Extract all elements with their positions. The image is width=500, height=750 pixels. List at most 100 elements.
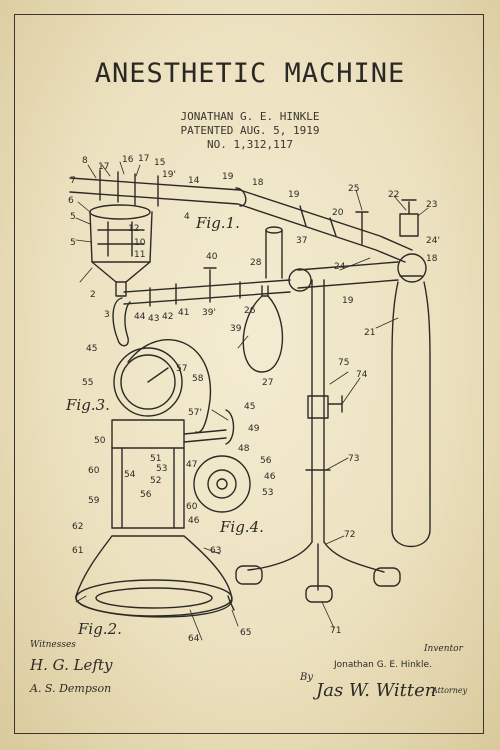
ref-number: 3 — [104, 310, 110, 320]
ref-number: 46 — [188, 516, 200, 526]
ref-number: 60 — [186, 502, 198, 512]
ref-number: 75 — [338, 358, 350, 368]
ref-number: 49 — [248, 424, 260, 434]
ref-number: 28 — [250, 258, 262, 268]
leader-lines — [75, 161, 429, 641]
ref-number: 39 — [230, 324, 242, 334]
witnesses-heading: Witnesses — [30, 640, 76, 650]
ref-number: 72 — [344, 530, 356, 540]
ref-number: 45 — [86, 344, 98, 354]
ref-number: 64 — [188, 634, 200, 644]
ref-number: 17 — [138, 154, 150, 164]
attorney-signature: Jas W. Witten — [316, 680, 437, 701]
inventor-name: Jonathan G. E. Hinkle. — [334, 660, 432, 670]
ref-number: 19' — [162, 170, 176, 180]
ref-number: 18 — [426, 254, 438, 264]
ref-number: 41 — [178, 308, 190, 318]
vertical-regulator — [265, 226, 283, 279]
inventor-heading: Inventor — [424, 644, 463, 654]
ref-number: 19 — [342, 296, 354, 306]
ref-number: 61 — [72, 546, 84, 556]
ref-number: 59 — [88, 496, 100, 506]
poster-title: ANESTHETIC MACHINE — [94, 58, 406, 89]
ref-number: 19 — [288, 190, 300, 200]
fig-2-label: Fig.2. — [78, 620, 122, 638]
lower-pipe — [112, 267, 291, 347]
ref-number: 51 — [150, 454, 162, 464]
ref-number: 47 — [186, 460, 198, 470]
ref-number: 53 — [156, 464, 168, 474]
ref-number: 37 — [296, 236, 308, 246]
by-label: By — [300, 672, 313, 683]
witness-signature-1: H. G. Lefty — [30, 656, 113, 674]
main-pipe — [69, 169, 413, 263]
ref-number: 73 — [348, 454, 360, 464]
ref-number: 4 — [184, 212, 190, 222]
ref-number: 53 — [262, 488, 274, 498]
top-right-valves — [288, 199, 427, 292]
ref-number: 23 — [426, 200, 438, 210]
ref-number: 74 — [356, 370, 368, 380]
attorney-label: Attorney — [432, 686, 468, 695]
ref-number: 14 — [188, 176, 200, 186]
ref-number: 52 — [150, 476, 162, 486]
ref-number: 39' — [202, 308, 216, 318]
ref-number: 57 — [176, 364, 188, 374]
ref-number: 8 — [82, 156, 88, 166]
ref-number: 56 — [140, 490, 152, 500]
ref-number: 46 — [264, 472, 276, 482]
ref-number: 42 — [162, 312, 174, 322]
frame-border — [14, 14, 484, 734]
ref-number: 20 — [332, 208, 344, 218]
ref-number: 12 — [128, 224, 140, 234]
ref-number: 25 — [348, 184, 360, 194]
ref-number: 5 — [70, 238, 76, 248]
ref-number: 24' — [426, 236, 440, 246]
vaporizer-body — [111, 409, 235, 537]
ref-number: 55 — [82, 378, 94, 388]
patent-date: PATENTED AUG. 5, 1919 — [180, 124, 320, 137]
fig-3-label: Fig.3. — [66, 396, 110, 414]
ref-number: 22 — [388, 190, 400, 200]
ref-number: 24 — [334, 262, 346, 272]
ref-number: 7 — [70, 176, 76, 186]
ref-number: 17 — [98, 162, 110, 172]
ref-number: 19 — [222, 172, 234, 182]
ref-number: 62 — [72, 522, 84, 532]
ref-number: 26 — [244, 306, 256, 316]
ref-number: 63 — [210, 546, 222, 556]
inventor-line: JONATHAN G. E. HINKLE — [180, 110, 320, 123]
ref-number: 57' — [188, 408, 202, 418]
ref-number: 65 — [240, 628, 252, 638]
ref-number: 10 — [134, 238, 146, 248]
ref-number: 54 — [124, 470, 136, 480]
patent-number: NO. 1,312,117 — [206, 138, 294, 151]
face-mask — [75, 535, 235, 618]
ref-number: 11 — [134, 250, 146, 260]
ref-number: 58 — [192, 374, 204, 384]
pressure-gauge — [113, 339, 212, 434]
ref-number: 15 — [154, 158, 166, 168]
ref-number: 40 — [206, 252, 218, 262]
stand-base — [235, 541, 401, 603]
ref-number: 18 — [252, 178, 264, 188]
fig-1-label: Fig.1. — [196, 214, 240, 232]
ref-number: 50 — [94, 436, 106, 446]
ref-number: 21 — [364, 328, 376, 338]
gas-tank — [391, 275, 431, 548]
ref-number: 71 — [330, 626, 342, 636]
ref-number: 27 — [262, 378, 274, 388]
ref-number: 45 — [244, 402, 256, 412]
ref-number: 56 — [260, 456, 272, 466]
ref-number: 6 — [68, 196, 74, 206]
witness-signature-2: A. S. Dempson — [30, 682, 112, 695]
small-gauge — [193, 455, 251, 513]
ref-number: 48 — [238, 444, 250, 454]
ref-number: 60 — [88, 466, 100, 476]
ref-number: 44 — [134, 312, 146, 322]
stand-pole — [305, 279, 343, 543]
ref-number: 2 — [90, 290, 96, 300]
ref-number: 5 — [70, 212, 76, 222]
